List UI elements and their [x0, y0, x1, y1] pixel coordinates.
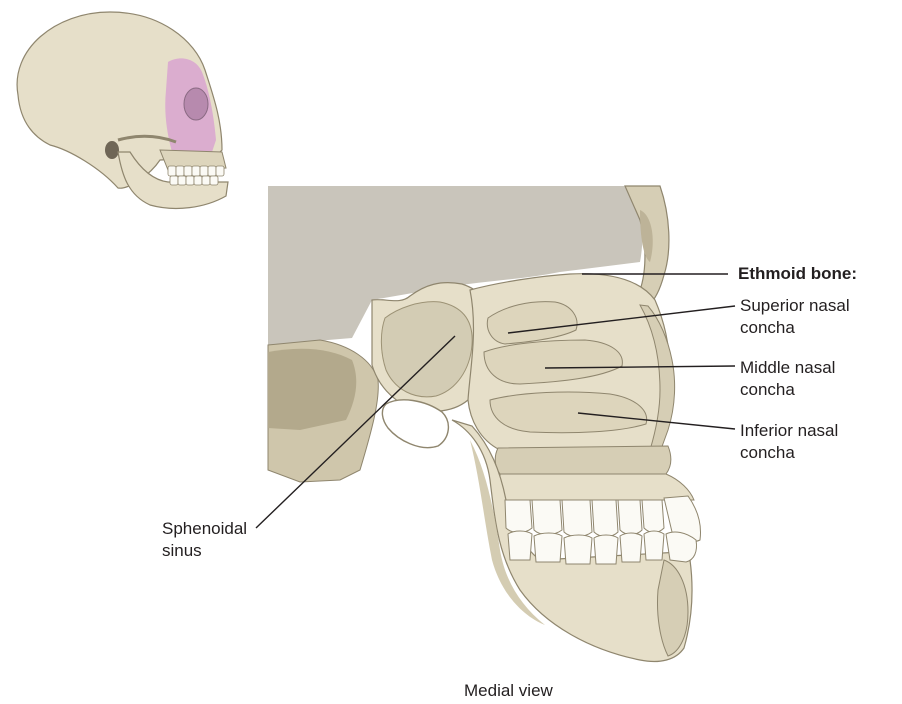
superior-nasal-concha-label: Superior nasal concha	[740, 295, 850, 339]
locator-teeth	[168, 166, 224, 185]
sphenoidal-sinus-label: Sphenoidal sinus	[162, 518, 247, 562]
locator-orbit	[184, 88, 208, 120]
inferior-nasal-concha-label: Inferior nasal concha	[740, 420, 838, 464]
maxilla-alveolar	[500, 474, 694, 500]
medial-view-skull	[268, 186, 701, 662]
middle-nasal-concha-label: Middle nasal concha	[740, 357, 835, 401]
view-caption: Medial view	[464, 680, 553, 702]
locator-skull	[17, 12, 228, 208]
inferior-nasal-concha	[490, 392, 647, 433]
petrous-region	[268, 349, 356, 430]
ethmoid-bone-label: Ethmoid bone:	[738, 263, 857, 285]
locator-ear-canal	[105, 141, 119, 159]
hard-palate	[495, 446, 671, 474]
